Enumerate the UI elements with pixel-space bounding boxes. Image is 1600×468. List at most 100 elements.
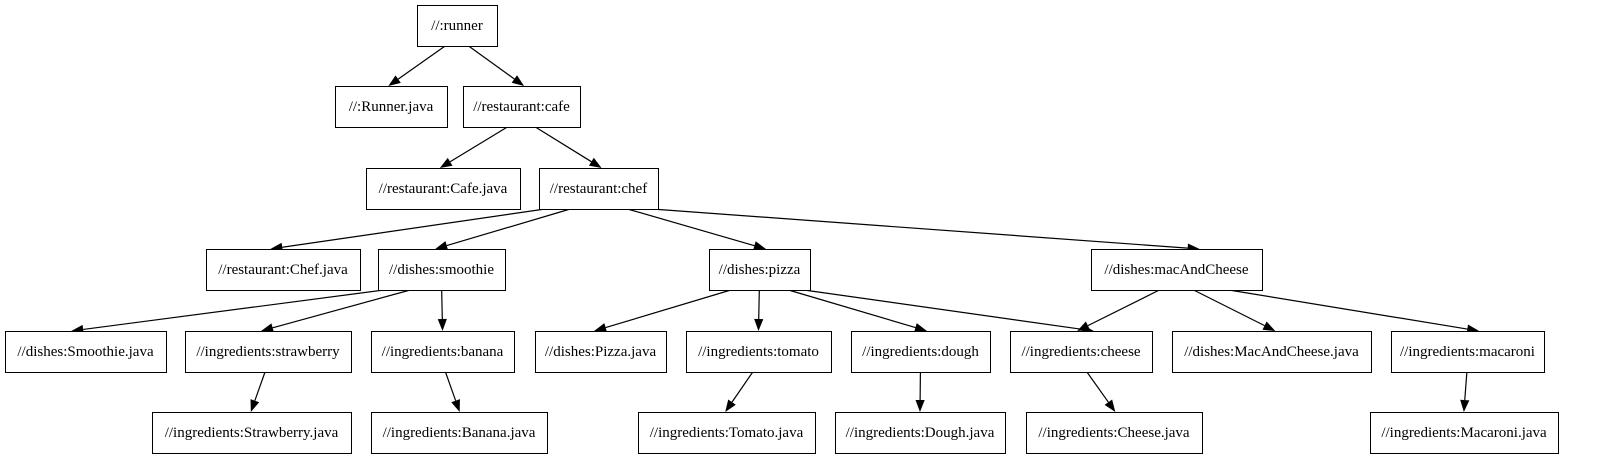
node-label: //:Runner.java [349, 99, 434, 115]
nodes-layer: //:runner //:Runner.java //restaurant:cafe… [5, 5, 1559, 454]
node-box[interactable] [539, 168, 659, 210]
node-ingredients-banana[interactable]: //ingredients:banana [371, 331, 515, 373]
node-runner[interactable]: //:runner [417, 5, 498, 47]
node-box[interactable] [366, 168, 521, 210]
node-label: //ingredients:Tomato.java [650, 425, 804, 441]
edge-dishes-smoothie-to-ingredients-strawberry [272, 289, 411, 329]
node-label: //ingredients:banana [382, 344, 504, 360]
arrowhead-icon [437, 318, 447, 331]
node-box[interactable] [851, 331, 991, 373]
arrowhead-icon [451, 399, 460, 412]
edge-ingredients-strawberry-to-ingredients-strawberry-java [254, 371, 266, 401]
arrowhead-icon [1104, 399, 1116, 412]
edge-ingredients-cheese-to-ingredients-cheese-java [1086, 371, 1109, 403]
node-box[interactable] [1091, 249, 1263, 291]
arrowhead-icon [388, 75, 401, 86]
node-dishes-macandcheese[interactable]: //dishes:macAndCheese [1091, 249, 1263, 291]
node-ingredients-banana-java[interactable]: //ingredients:Banana.java [371, 412, 548, 454]
edge-dishes-macandcheese-to-dishes-macandcheese-java [1193, 289, 1265, 327]
edge-dishes-pizza-to-ingredients-cheese [803, 289, 1083, 330]
node-label: //dishes:macAndCheese [1104, 262, 1248, 278]
node-box[interactable] [709, 249, 811, 291]
node-ingredients-dough[interactable]: //ingredients:dough [851, 331, 991, 373]
node-label: //ingredients:Banana.java [383, 425, 536, 441]
edge-restaurant-chef-to-dishes-pizza [627, 208, 755, 247]
edge-dishes-pizza-to-ingredients-dough [788, 289, 916, 329]
node-dishes-smoothie-java[interactable]: //dishes:Smoothie.java [5, 331, 167, 373]
node-box[interactable] [1370, 412, 1559, 454]
node-restaurant-cafe-java[interactable]: //restaurant:Cafe.java [366, 168, 521, 210]
node-label: //ingredients:cheese [1021, 344, 1140, 360]
node-ingredients-macaroni-java[interactable]: //ingredients:Macaroni.java [1370, 412, 1559, 454]
edge-restaurant-chef-to-dishes-smoothie [446, 208, 571, 247]
arrowhead-icon [753, 241, 766, 251]
node-ingredients-macaroni[interactable]: //ingredients:macaroni [1391, 331, 1545, 373]
node-box[interactable] [152, 412, 352, 454]
node-ingredients-cheese[interactable]: //ingredients:cheese [1010, 331, 1153, 373]
node-box[interactable] [463, 86, 581, 128]
edge-dishes-macandcheese-to-ingredients-macaroni [1228, 289, 1468, 330]
edge-ingredients-macaroni-to-ingredients-macaroni-java [1464, 371, 1468, 401]
node-box[interactable] [371, 331, 515, 373]
node-ingredients-strawberry-java[interactable]: //ingredients:Strawberry.java [152, 412, 352, 454]
edge-restaurant-chef-to-restaurant-chef-java [282, 208, 546, 248]
node-box[interactable] [206, 249, 361, 291]
node-label: //ingredients:Macaroni.java [1381, 425, 1547, 441]
node-box[interactable] [378, 249, 506, 291]
node-restaurant-chef[interactable]: //restaurant:chef [539, 168, 659, 210]
node-ingredients-tomato[interactable]: //ingredients:tomato [686, 331, 832, 373]
node-box[interactable] [371, 412, 548, 454]
node-box[interactable] [417, 5, 498, 47]
edge-dishes-pizza-to-ingredients-tomato [758, 289, 760, 320]
node-ingredients-tomato-java[interactable]: //ingredients:Tomato.java [638, 412, 816, 454]
node-ingredients-cheese-java[interactable]: //ingredients:Cheese.java [1026, 412, 1203, 454]
node-box[interactable] [185, 331, 352, 373]
node-label: //ingredients:Dough.java [846, 425, 995, 441]
arrowhead-icon [435, 241, 449, 250]
node-ingredients-dough-java[interactable]: //ingredients:Dough.java [835, 412, 1006, 454]
node-box[interactable] [5, 331, 167, 373]
edge-dishes-pizza-to-dishes-pizza-java [605, 289, 732, 329]
node-label: //ingredients:macaroni [1400, 344, 1535, 360]
node-ingredients-strawberry[interactable]: //ingredients:strawberry [185, 331, 352, 373]
node-dishes-pizza[interactable]: //dishes:pizza [709, 249, 811, 291]
arrowhead-icon [1262, 321, 1276, 331]
edge-restaurant-chef-to-dishes-macandcheese [651, 208, 1188, 249]
node-label: //restaurant:Chef.java [218, 262, 348, 278]
node-box[interactable] [535, 331, 667, 373]
node-label: //restaurant:cafe [473, 99, 570, 115]
edge-restaurant-cafe-to-restaurant-chef [535, 126, 592, 163]
node-label: //restaurant:Cafe.java [379, 181, 508, 197]
edge-dishes-macandcheese-to-ingredients-cheese [1087, 289, 1160, 327]
arrowhead-icon [439, 157, 453, 168]
node-box[interactable] [1172, 331, 1372, 373]
node-dishes-smoothie[interactable]: //dishes:smoothie [378, 249, 506, 291]
node-box[interactable] [1026, 412, 1203, 454]
node-restaurant-chef-java[interactable]: //restaurant:Chef.java [206, 249, 361, 291]
arrowhead-icon [588, 157, 602, 168]
node-box[interactable] [335, 86, 448, 128]
node-runner-java[interactable]: //:Runner.java [335, 86, 448, 128]
node-dishes-macandcheese-java[interactable]: //dishes:MacAndCheese.java [1172, 331, 1372, 373]
node-label: //dishes:smoothie [389, 262, 494, 278]
edge-ingredients-banana-to-ingredients-banana-java [444, 371, 457, 401]
node-dishes-pizza-java[interactable]: //dishes:Pizza.java [535, 331, 667, 373]
edge-ingredients-tomato-to-ingredients-tomato-java [731, 371, 754, 403]
node-box[interactable] [835, 412, 1006, 454]
edges-layer [71, 45, 1480, 412]
node-label: //ingredients:strawberry [196, 344, 340, 360]
node-box[interactable] [1391, 331, 1545, 373]
edge-runner-to-runner-java [397, 45, 446, 80]
arrowhead-icon [594, 323, 607, 332]
node-label: //dishes:Pizza.java [545, 344, 657, 360]
arrowhead-icon [250, 399, 260, 412]
edge-dishes-smoothie-to-dishes-smoothie-java [83, 289, 385, 331]
node-box[interactable] [1010, 331, 1153, 373]
node-label: //ingredients:tomato [698, 344, 819, 360]
node-box[interactable] [638, 412, 816, 454]
arrowhead-icon [725, 399, 736, 412]
node-box[interactable] [686, 331, 832, 373]
node-restaurant-cafe[interactable]: //restaurant:cafe [463, 86, 581, 128]
